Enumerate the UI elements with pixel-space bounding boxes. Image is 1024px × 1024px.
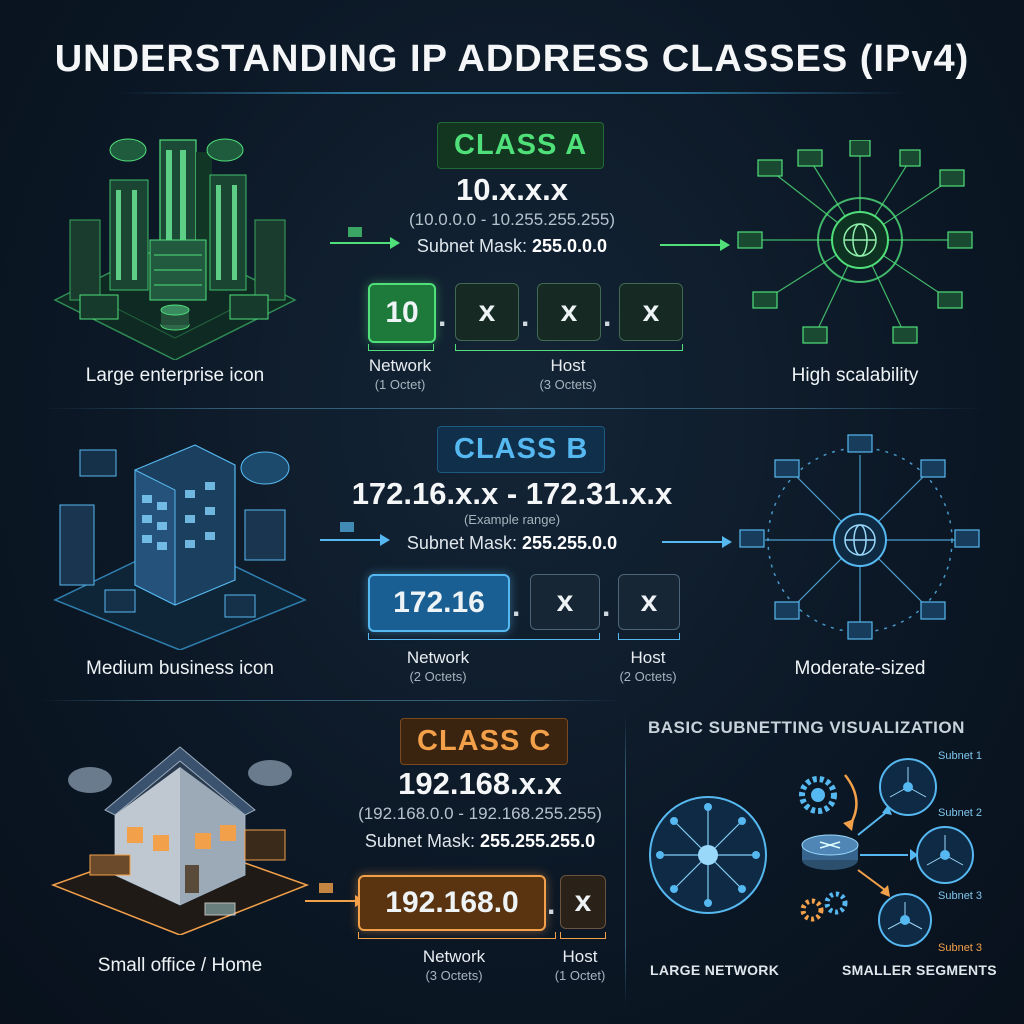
octet-separator: . [438,300,447,333]
large-network-label: LARGE NETWORK [650,962,780,978]
subnet-3b-label: Subnet 3 [938,942,983,954]
class-b-octet-host-1: x [530,574,600,630]
class-a-octet-host-3: x [619,283,683,341]
class-b-network-bracket [368,633,600,640]
mask-label: Subnet Mask: [406,533,517,553]
class-c-subnet-mask: Subnet Mask: 255.255.255.0 [330,831,630,852]
class-a-arrow-right [660,239,730,251]
medium-business-icon [53,444,307,650]
class-a-network-bracket [368,344,434,351]
class-b-arrow-right [662,536,732,548]
class-a-host-label: Host [550,356,586,375]
class-b-octet-host-2: x [618,574,680,630]
class-b-subnet-mask: Subnet Mask: 255.255.0.0 [362,533,662,554]
class-a-range: (10.0.0.0 - 10.255.255.255) [408,210,616,229]
class-c-left-caption: Small office / Home [97,955,263,976]
class-a-arrow-left [330,227,400,249]
high-scalability-network-icon [737,140,973,344]
octet-separator: . [521,300,530,333]
class-a-address: 10.x.x.x [455,172,569,207]
enterprise-icon [53,138,297,360]
subnet-2-label: Subnet 2 [938,807,983,819]
class-b-badge: CLASS B [437,426,606,473]
class-b-host-sub: (2 Octets) [619,669,677,684]
mask-value: 255.0.0.0 [532,236,608,256]
class-b-left-caption: Medium business icon [86,658,274,679]
class-a-octet-host-1: x [455,283,519,341]
class-b-host-bracket [618,633,680,640]
class-a-network-label: Network [368,356,432,375]
class-a-left-caption: Large enterprise icon [85,365,265,386]
octet-separator: . [603,300,612,333]
octet-separator: . [602,590,611,623]
class-a-right-caption: High scalability [791,365,919,386]
class-c-host-label: Host [562,947,598,966]
subnet-3-label: Subnet 3 [938,890,983,902]
class-a-host-bracket [455,344,683,351]
class-b-address: 172.16.x.x - 172.31.x.x [351,476,673,511]
class-c-network-bracket [358,932,556,939]
class-a-host-sub: (3 Octets) [539,377,597,392]
class-b-network-sub: (2 Octets) [409,669,467,684]
class-b-host-label: Host [630,648,666,667]
class-c-range: (192.168.0.0 - 192.168.255.255) [358,804,602,823]
class-a-octet-network: 10 [368,283,436,343]
octet-separator: . [512,590,521,623]
class-a-subnet-mask: Subnet Mask: 255.0.0.0 [362,236,662,257]
class-c-network-sub: (3 Octets) [425,968,483,983]
smaller-segments-label: SMALLER SEGMENTS [842,962,997,978]
class-b-network-label: Network [406,648,470,667]
class-b-range: (Example range) [463,512,561,527]
small-office-home-icon [50,746,310,935]
class-c-network-label: Network [422,947,486,966]
mask-value: 255.255.255.0 [479,831,596,851]
octet-separator: . [547,888,556,921]
subnetting-title: BASIC SUBNETTING VISUALIZATION [648,718,965,737]
class-b-octet-network: 172.16 [368,574,510,632]
section-divider-vertical [625,715,626,1005]
class-c-badge: CLASS C [400,718,569,765]
title-rule [120,92,904,94]
subnetting-diagram [649,758,974,947]
class-c-address: 192.168.x.x [398,766,562,801]
page-title: UNDERSTANDING IP ADDRESS CLASSES (IPv4) [54,38,970,80]
class-b-right-caption: Moderate-sized [794,658,926,679]
class-a-network-sub: (1 Octet) [374,377,426,392]
section-divider-bc [40,700,620,701]
mask-value: 255.255.0.0 [521,533,618,553]
class-b-arrow-left [320,522,390,546]
class-c-host-bracket [560,932,606,939]
subnet-1-label: Subnet 1 [938,750,983,762]
moderate-network-icon [739,434,980,640]
mask-label: Subnet Mask: [364,831,475,851]
class-c-octet-network: 192.168.0 [358,875,546,931]
class-c-octet-host: x [560,875,606,929]
mask-label: Subnet Mask: [416,236,527,256]
class-c-host-sub: (1 Octet) [554,968,606,983]
class-a-octet-host-2: x [537,283,601,341]
class-a-badge: CLASS A [437,122,605,169]
class-c-arrow-left [305,883,365,907]
section-divider-ab [40,408,984,409]
